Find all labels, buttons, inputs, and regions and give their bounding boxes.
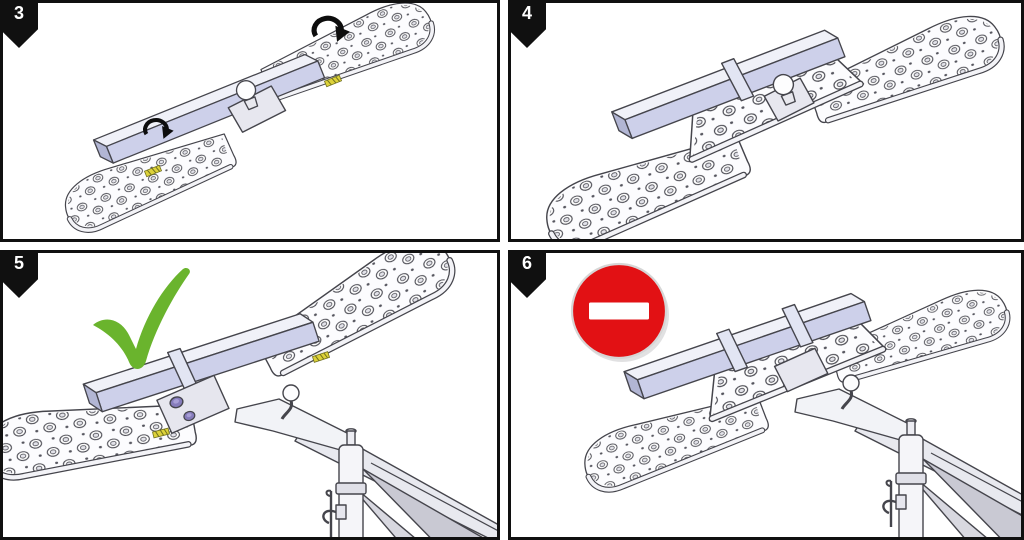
step-number: 6 <box>521 253 532 273</box>
right-step-wing <box>249 253 462 386</box>
no-entry-icon <box>570 262 671 364</box>
step-panel-3: 3 <box>0 0 500 242</box>
step-panel-6: 6 <box>508 250 1024 540</box>
center-bracket <box>156 374 230 434</box>
step-3-illustration <box>3 3 497 239</box>
step-number: 3 <box>13 3 24 23</box>
step-4-illustration <box>511 3 1021 239</box>
trailer-drawbar-and-jockey-wheel <box>793 373 1021 537</box>
center-bracket <box>227 85 287 133</box>
step-number: 5 <box>13 253 24 273</box>
step-panel-4: 4 <box>508 0 1024 242</box>
step-6-illustration <box>570 262 1021 537</box>
step-panel-5: 5 <box>0 250 500 540</box>
step-5-illustration <box>3 253 497 537</box>
trailer-drawbar-and-jockey-wheel <box>233 383 497 537</box>
center-bracket <box>773 347 829 393</box>
step-number: 4 <box>521 3 532 23</box>
